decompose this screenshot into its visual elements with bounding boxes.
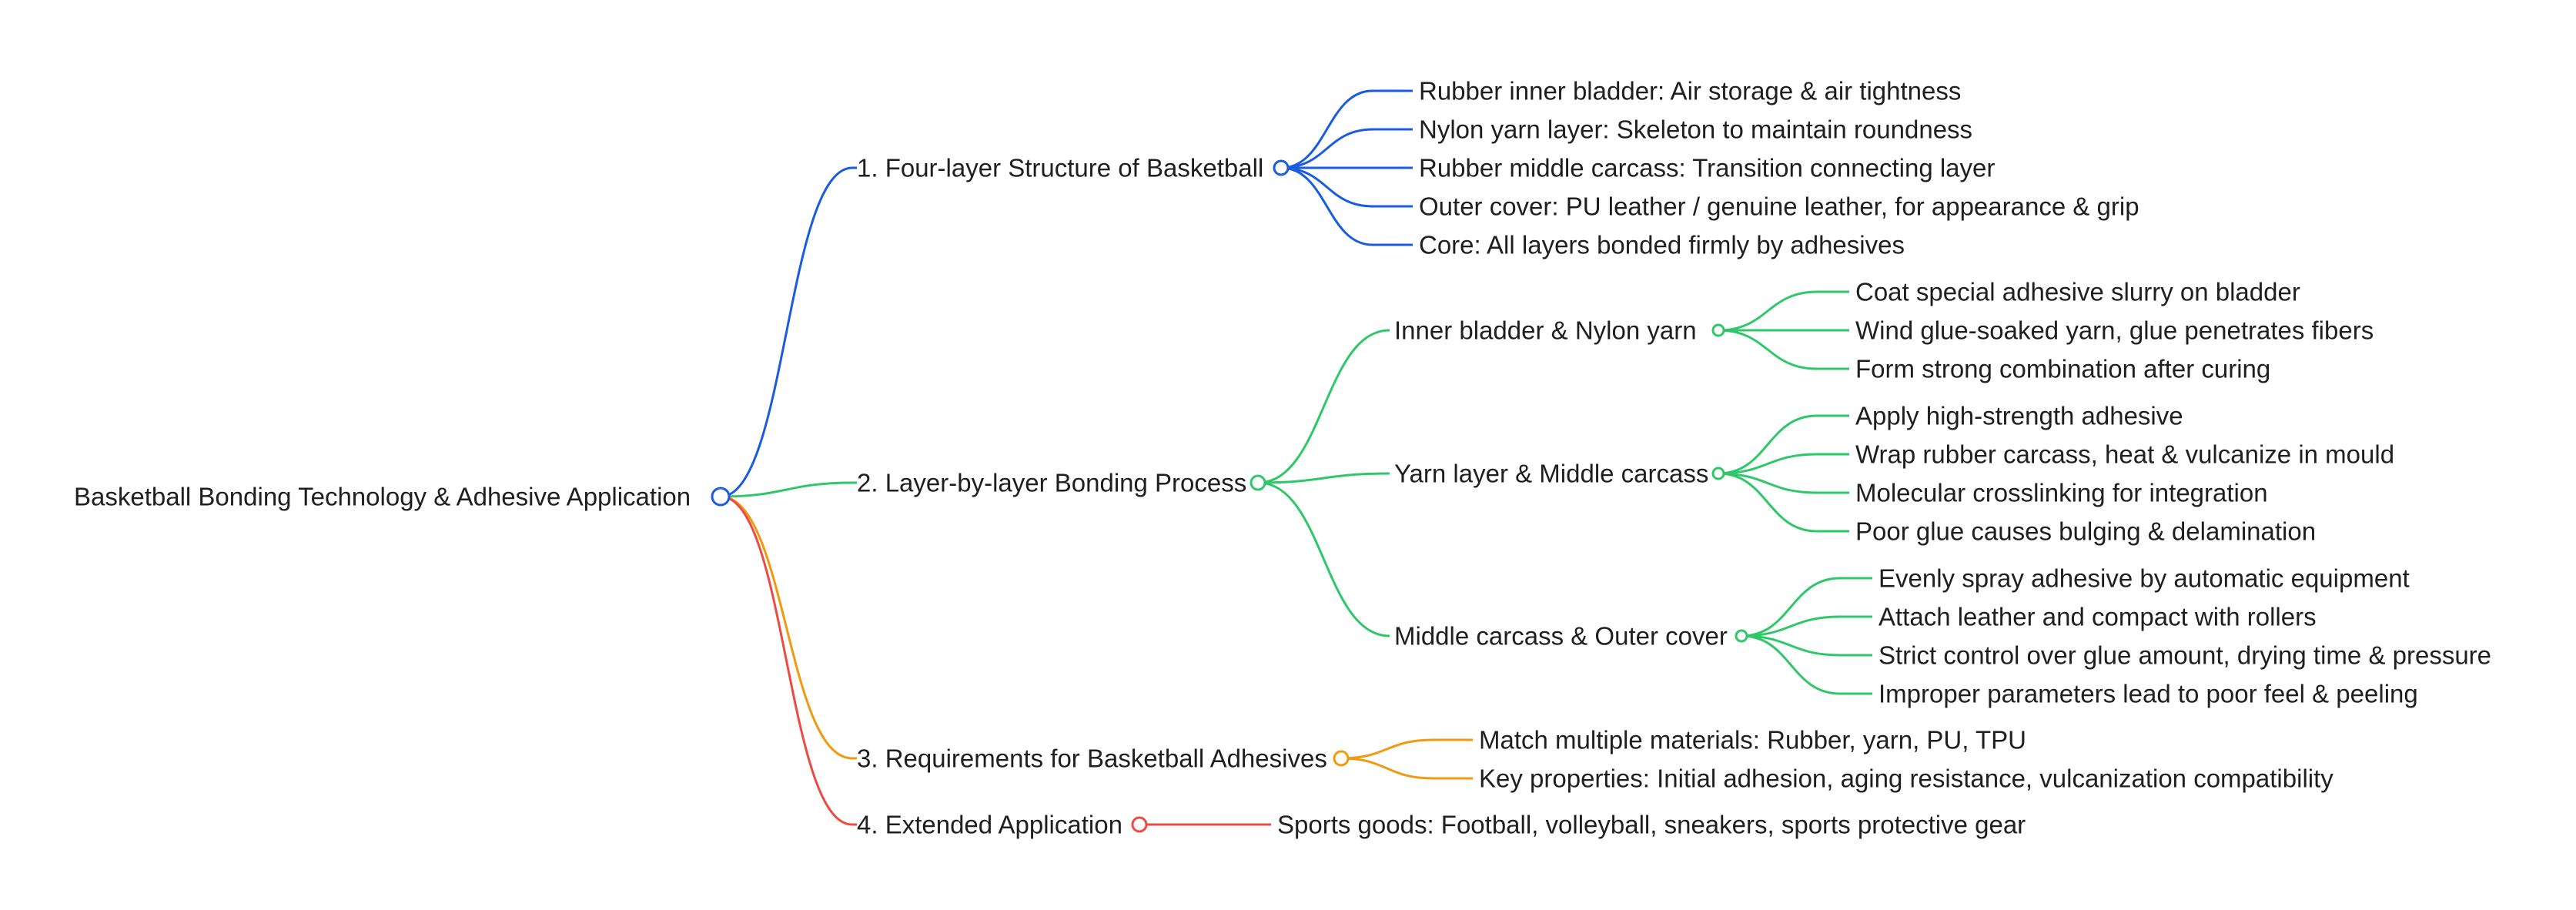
sub-1-collapse-toggle[interactable] — [1711, 323, 1725, 337]
branch-4-collapse-toggle[interactable] — [1131, 816, 1148, 833]
branch-2-sub-2-label[interactable]: Yarn layer & Middle carcass — [1394, 460, 1708, 488]
edge-sub-1-to-leaf-3 — [1718, 329, 1818, 370]
branch-2-sub-2-leaf-3[interactable]: Molecular crosslinking for integration — [1855, 479, 2268, 507]
branch-2-label[interactable]: 2. Layer-by-layer Bonding Process — [857, 469, 1246, 497]
edge-root-to-branch-2 — [720, 481, 853, 498]
edge-branch-1-to-leaf-1 — [1280, 89, 1373, 169]
edge-branch-1-to-leaf-2 — [1280, 128, 1373, 169]
branch-1-leaf-1[interactable]: Rubber inner bladder: Air storage & air … — [1419, 77, 1961, 105]
branch-3-collapse-toggle[interactable] — [1333, 750, 1350, 767]
branch-2-sub-1-label[interactable]: Inner bladder & Nylon yarn — [1394, 316, 1697, 345]
edge-branch-3-to-leaf-1 — [1340, 738, 1434, 760]
edge-sub-2-to-leaf-1 — [1718, 414, 1818, 475]
branch-2-sub-3-leaf-4[interactable]: Improper parameters lead to poor feel & … — [1878, 680, 2418, 708]
sub-2-collapse-toggle[interactable] — [1711, 467, 1725, 480]
edge-branch-1-to-leaf-5 — [1280, 166, 1373, 246]
branch-2-sub-3-leaf-2[interactable]: Attach leather and compact with rollers — [1878, 603, 2317, 631]
branch-1-label[interactable]: 1. Four-layer Structure of Basketball — [857, 154, 1263, 182]
branch-1-leaf-2[interactable]: Nylon yarn layer: Skeleton to maintain r… — [1419, 115, 1972, 144]
branch-4-leaf-1[interactable]: Sports goods: Football, volleyball, snea… — [1277, 811, 2026, 839]
branch-1-leaf-5[interactable]: Core: All layers bonded firmly by adhesi… — [1419, 231, 1905, 259]
branch-3-leaf-1[interactable]: Match multiple materials: Rubber, yarn, … — [1479, 726, 2026, 754]
edge-sub-1-to-leaf-1 — [1718, 290, 1818, 332]
edge-branch-2-to-sub-1 — [1257, 329, 1390, 484]
branch-2-sub-2-leaf-2[interactable]: Wrap rubber carcass, heat & vulcanize in… — [1855, 440, 2394, 469]
edge-branch-2-to-sub-3 — [1257, 481, 1390, 637]
branch-2-sub-1-leaf-3[interactable]: Form strong combination after curing — [1855, 355, 2270, 383]
branch-2-collapse-toggle[interactable] — [1250, 474, 1266, 491]
edge-sub-2-to-leaf-3 — [1718, 472, 1818, 494]
branch-3-leaf-2[interactable]: Key properties: Initial adhesion, aging … — [1479, 764, 2333, 793]
edge-branch-3-to-leaf-2 — [1340, 757, 1434, 780]
branch-3-label[interactable]: 3. Requirements for Basketball Adhesives — [857, 744, 1327, 773]
branch-2-sub-1-leaf-1[interactable]: Coat special adhesive slurry on bladder — [1855, 278, 2300, 306]
branch-1-leaf-4[interactable]: Outer cover: PU leather / genuine leathe… — [1419, 192, 2139, 221]
root-node-label[interactable]: Basketball Bonding Technology & Adhesive… — [74, 483, 691, 511]
edge-root-to-branch-1 — [720, 166, 853, 498]
edge-root-to-branch-4 — [720, 495, 853, 826]
branch-2-sub-3-label[interactable]: Middle carcass & Outer cover — [1394, 622, 1728, 651]
branch-2-sub-2-leaf-1[interactable]: Apply high-strength adhesive — [1855, 402, 2183, 430]
edge-sub-3-to-leaf-4 — [1741, 634, 1841, 695]
mindmap-edges — [720, 89, 1872, 826]
branch-4-label[interactable]: 4. Extended Application — [857, 811, 1122, 839]
sub-3-collapse-toggle[interactable] — [1735, 629, 1748, 643]
edge-sub-3-to-leaf-3 — [1741, 634, 1841, 657]
branch-1-collapse-toggle[interactable] — [1273, 159, 1290, 176]
branch-2-sub-3-leaf-1[interactable]: Evenly spray adhesive by automatic equip… — [1878, 564, 2410, 593]
edge-sub-3-to-leaf-1 — [1741, 577, 1841, 637]
root-collapse-toggle[interactable] — [711, 487, 731, 507]
branch-2-sub-3-leaf-3[interactable]: Strict control over glue amount, drying … — [1878, 641, 2491, 670]
edge-root-to-branch-3 — [720, 495, 853, 760]
branch-1-leaf-3[interactable]: Rubber middle carcass: Transition connec… — [1419, 154, 1995, 182]
branch-2-sub-2-leaf-4[interactable]: Poor glue causes bulging & delamination — [1855, 517, 2316, 546]
branch-2-sub-1-leaf-2[interactable]: Wind glue-soaked yarn, glue penetrates f… — [1855, 316, 2374, 345]
edge-sub-2-to-leaf-2 — [1718, 453, 1818, 475]
edge-sub-3-to-leaf-2 — [1741, 615, 1841, 637]
edge-branch-1-to-leaf-4 — [1280, 166, 1373, 208]
edge-sub-2-to-leaf-4 — [1718, 472, 1818, 533]
mindmap-nodes: Basketball Bonding Technology & Adhesive… — [74, 77, 2491, 839]
edge-branch-2-to-sub-2 — [1257, 472, 1390, 484]
